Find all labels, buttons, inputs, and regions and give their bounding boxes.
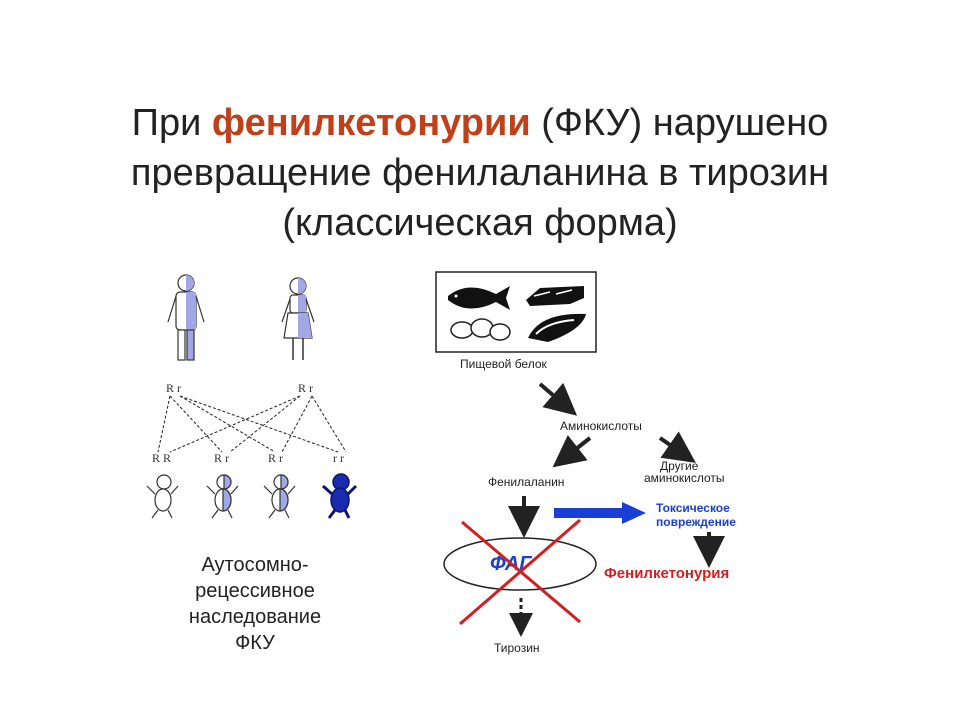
arrow-to-aminoacids xyxy=(538,382,578,416)
toxic-line1: Токсическое xyxy=(656,501,730,515)
phenylalanine-label: Фенилаланин xyxy=(488,475,564,489)
father-genotype: R r xyxy=(166,381,181,395)
toxic-arrow xyxy=(554,502,646,524)
title-line-2: превращение фенилаланина в тирозин xyxy=(130,152,830,194)
title-line-1: При фенилкетонурии (ФКУ) нарушено xyxy=(131,102,829,144)
inheritance-caption: Аутосомно- рецессивное наследование ФКУ xyxy=(188,554,322,654)
arrow-to-phenylalanine xyxy=(552,435,592,468)
arrow-to-other xyxy=(658,431,696,463)
child-genotype-2: R r xyxy=(214,451,229,465)
disease-label: Фенилкетонурия xyxy=(604,565,729,582)
mother-genotype: R r xyxy=(298,381,313,395)
child-figure-1 xyxy=(146,474,179,519)
toxic-line2: повреждение xyxy=(656,515,736,529)
child-figure-4-affected xyxy=(322,473,358,519)
title-highlight: фенилкетонурии xyxy=(211,102,531,144)
other-aminoacids-line1: Другие xyxy=(660,459,699,473)
eggs-icon xyxy=(450,318,511,341)
carrier-half xyxy=(186,275,194,291)
child-genotype-1: R R xyxy=(152,451,171,465)
food-protein-label: Пищевой белок xyxy=(460,357,548,371)
meat-icon xyxy=(526,286,584,306)
tyrosine-label: Тирозин xyxy=(494,641,540,655)
other-aminoacids-line2: аминокислоты xyxy=(644,471,725,485)
fish-icon xyxy=(448,286,510,310)
bread-icon xyxy=(528,313,586,342)
food-box xyxy=(435,271,597,353)
child-genotype-3: R r xyxy=(268,451,283,465)
father-figure xyxy=(167,274,205,361)
child-genotype-4: r r xyxy=(333,451,344,465)
aminoacids-label: Аминокислоты xyxy=(560,419,642,433)
slide-title: При фенилкетонурии (ФКУ) нарушено превра… xyxy=(60,98,900,248)
block-cross xyxy=(459,518,581,626)
child-figure-2 xyxy=(206,474,239,519)
cross-lines xyxy=(157,395,347,453)
title-line-3: (классическая форма) xyxy=(282,202,678,244)
mother-figure xyxy=(281,277,315,360)
enzyme-ellipse xyxy=(443,537,597,591)
child-figure-3 xyxy=(263,474,296,519)
